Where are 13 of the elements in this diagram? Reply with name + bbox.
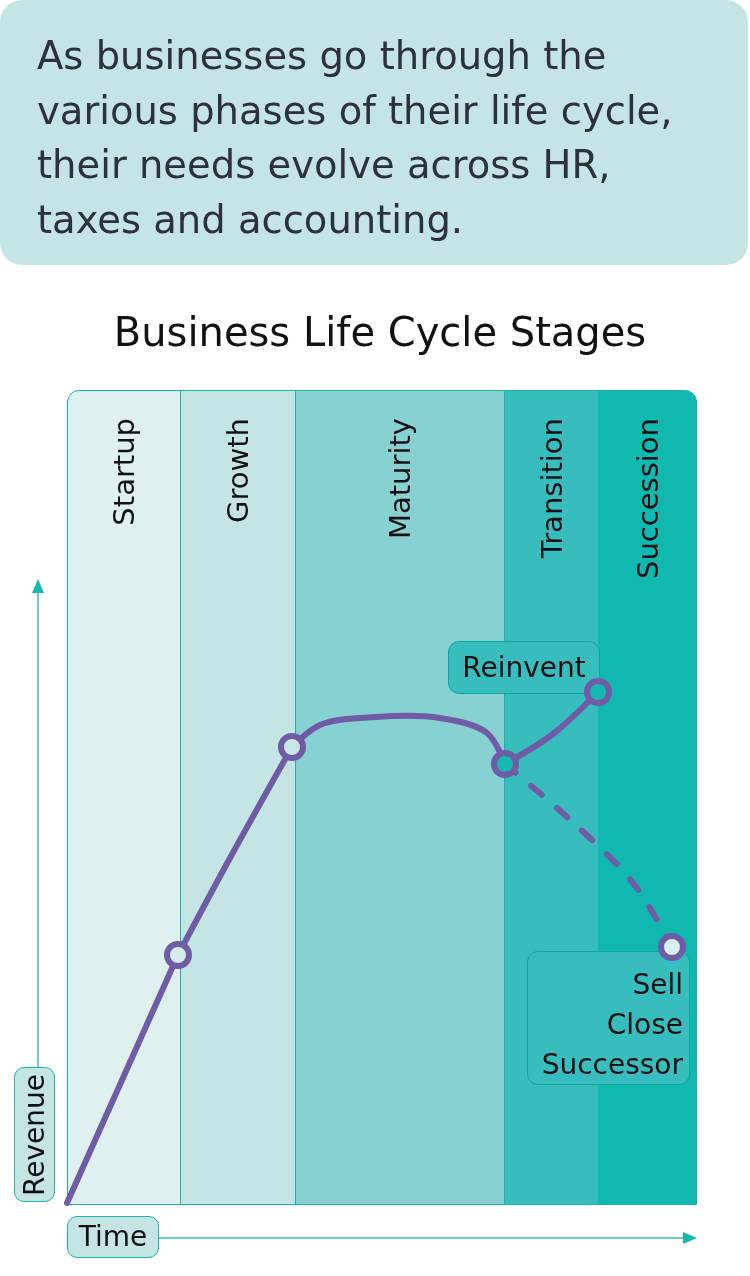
axis-title: Revenue xyxy=(18,1073,51,1196)
axis-label-box xyxy=(14,1067,55,1202)
callout-label: Reinvent xyxy=(462,651,586,684)
intro-panel xyxy=(0,0,748,265)
stage-label: Transition xyxy=(534,418,569,559)
axis-title: Time xyxy=(78,1221,148,1253)
axis-label-box xyxy=(67,1216,159,1258)
stage-label: Startup xyxy=(107,418,141,526)
stage-label: Maturity xyxy=(383,418,417,540)
stage-label: Growth xyxy=(221,418,255,523)
chart-title: Business Life Cycle Stages xyxy=(112,308,648,357)
stage-label: Succession xyxy=(630,418,665,579)
intro-text: As businesses go through the various phases of their life cycle, their needs evolve across HR, taxes and accounting. xyxy=(37,32,674,244)
